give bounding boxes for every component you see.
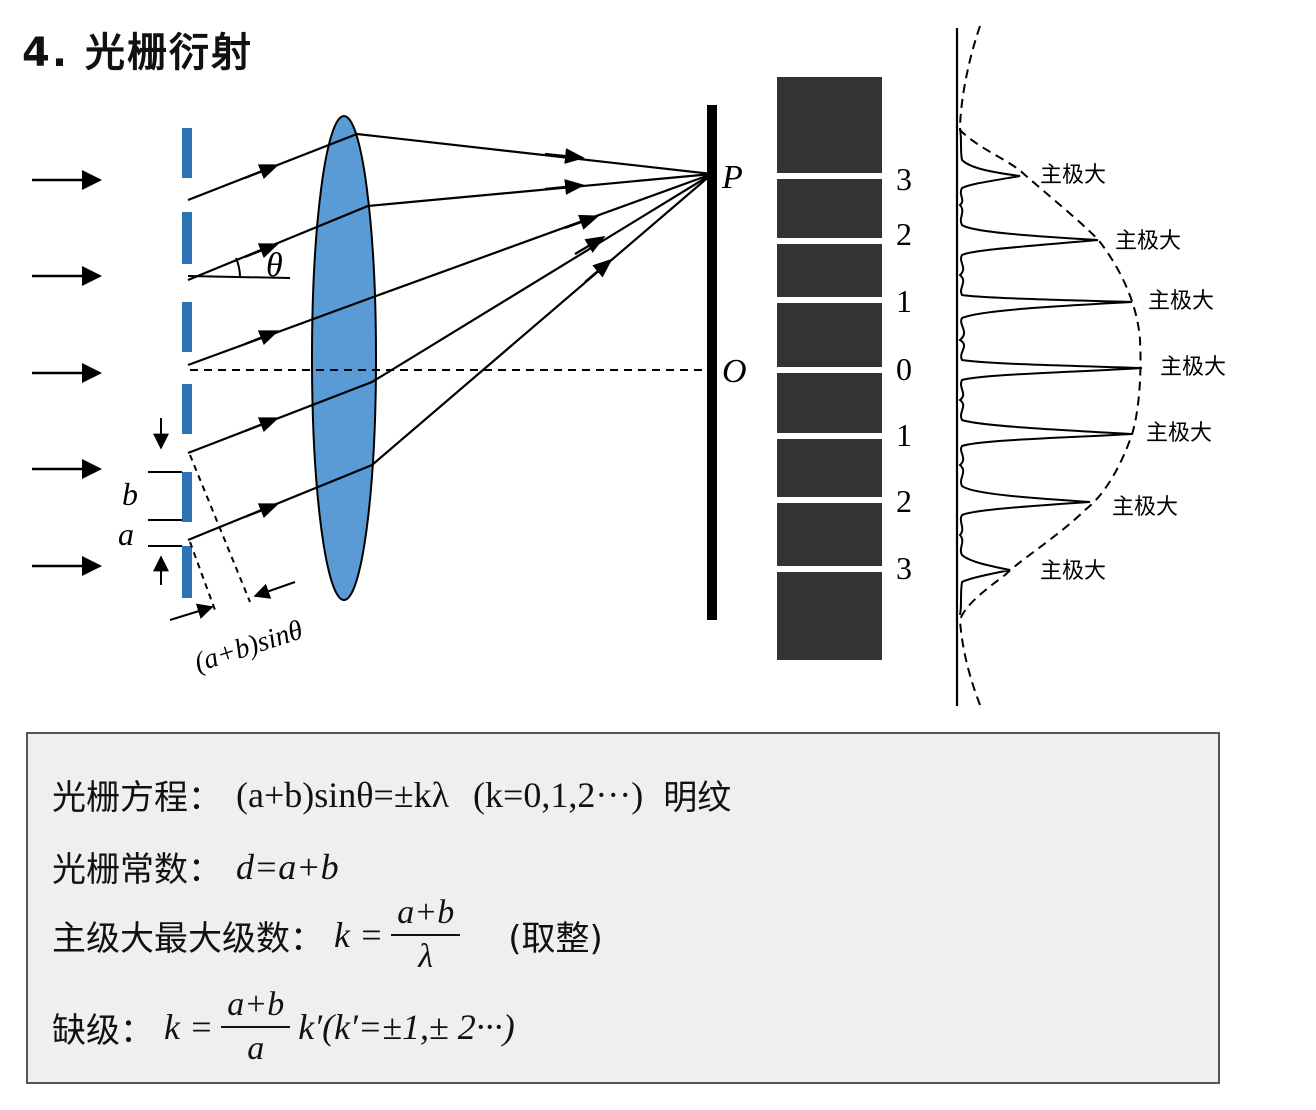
missing-order-tail: k′(k′=±1,± 2···) — [298, 1007, 515, 1047]
grating-equation: (a+b)sinθ=±kλ — [236, 774, 450, 815]
grating — [182, 128, 192, 598]
grating-constant-label: 光栅常数： — [52, 850, 222, 890]
order-label: 1 — [896, 283, 912, 319]
max-order-label: 主级大最大级数： — [52, 918, 324, 959]
fraction-numerator: a+b — [221, 986, 291, 1028]
convex-lens — [311, 115, 377, 601]
grating-diffraction-diagram: θ P O b a (a+b)sinθ 3 2 1 0 1 2 — [32, 25, 1226, 711]
round-down-note: (取整) — [508, 918, 603, 959]
width-a-label: a — [118, 516, 134, 552]
order-label: 2 — [896, 483, 912, 519]
peak-label: 主极大 — [1160, 355, 1226, 380]
grating-intensity-curve — [958, 127, 1143, 616]
point-o-label: O — [722, 353, 747, 390]
peak-label: 主极大 — [1115, 229, 1181, 254]
order-label: 0 — [896, 351, 912, 387]
path-difference-label: (a+b)sinθ — [191, 614, 307, 678]
grating-equation-condition: (k=0,1,2···) — [473, 774, 644, 815]
missing-order-label: 缺级： — [52, 1010, 154, 1051]
width-b-label: b — [122, 476, 138, 512]
page-title: 4. 光栅衍射 — [22, 30, 253, 76]
max-order-k: k = — [334, 915, 384, 955]
principal-maxima-labels: 主极大 主极大 主极大 主极大 主极大 主极大 主极大 — [1040, 163, 1226, 584]
path-difference-construction — [169, 454, 296, 621]
slit-dimension-markers — [148, 418, 182, 585]
fraction-numerator: a+b — [391, 894, 461, 936]
formula-box: 光栅方程： (a+b)sinθ=±kλ (k=0,1,2···) 明纹 光栅常数… — [26, 732, 1220, 1084]
order-label: 3 — [896, 161, 912, 197]
max-order-row: 主级大最大级数： k = a+b λ (取整) — [52, 894, 603, 976]
bright-fringe-note: 明纹 — [663, 778, 732, 818]
peak-label: 主极大 — [1040, 559, 1106, 584]
bright-fringes — [777, 173, 882, 572]
focal-screen — [707, 105, 717, 620]
angle-theta — [187, 257, 291, 279]
order-label: 3 — [896, 550, 912, 586]
fraction-denominator: a — [247, 1030, 265, 1067]
grating-constant-equation: d=a+b — [236, 846, 339, 887]
theta-label: θ — [266, 247, 283, 284]
peak-label: 主极大 — [1148, 289, 1214, 314]
single-slit-envelope — [958, 25, 1142, 711]
missing-order-fraction: a+b a — [221, 986, 291, 1068]
order-label: 1 — [896, 417, 912, 453]
missing-order-row: 缺级： k = a+b a k′(k′=±1,± 2···) — [52, 986, 515, 1068]
grating-constant-row: 光栅常数： d=a+b — [52, 842, 339, 891]
peak-label: 主极大 — [1112, 495, 1178, 520]
grating-equation-row: 光栅方程： (a+b)sinθ=±kλ (k=0,1,2···) 明纹 — [52, 770, 731, 819]
fringe-order-labels: 3 2 1 0 1 2 3 — [896, 161, 912, 586]
grating-equation-label: 光栅方程： — [52, 778, 222, 818]
point-p-label: P — [721, 159, 743, 196]
incident-light-arrows — [32, 170, 102, 576]
peak-label: 主极大 — [1146, 421, 1212, 446]
missing-order-k: k = — [164, 1007, 214, 1047]
fraction-denominator: λ — [418, 938, 434, 975]
max-order-fraction: a+b λ — [391, 894, 461, 976]
peak-label: 主极大 — [1040, 163, 1106, 188]
order-label: 2 — [896, 216, 912, 252]
diffracted-rays — [187, 132, 713, 542]
